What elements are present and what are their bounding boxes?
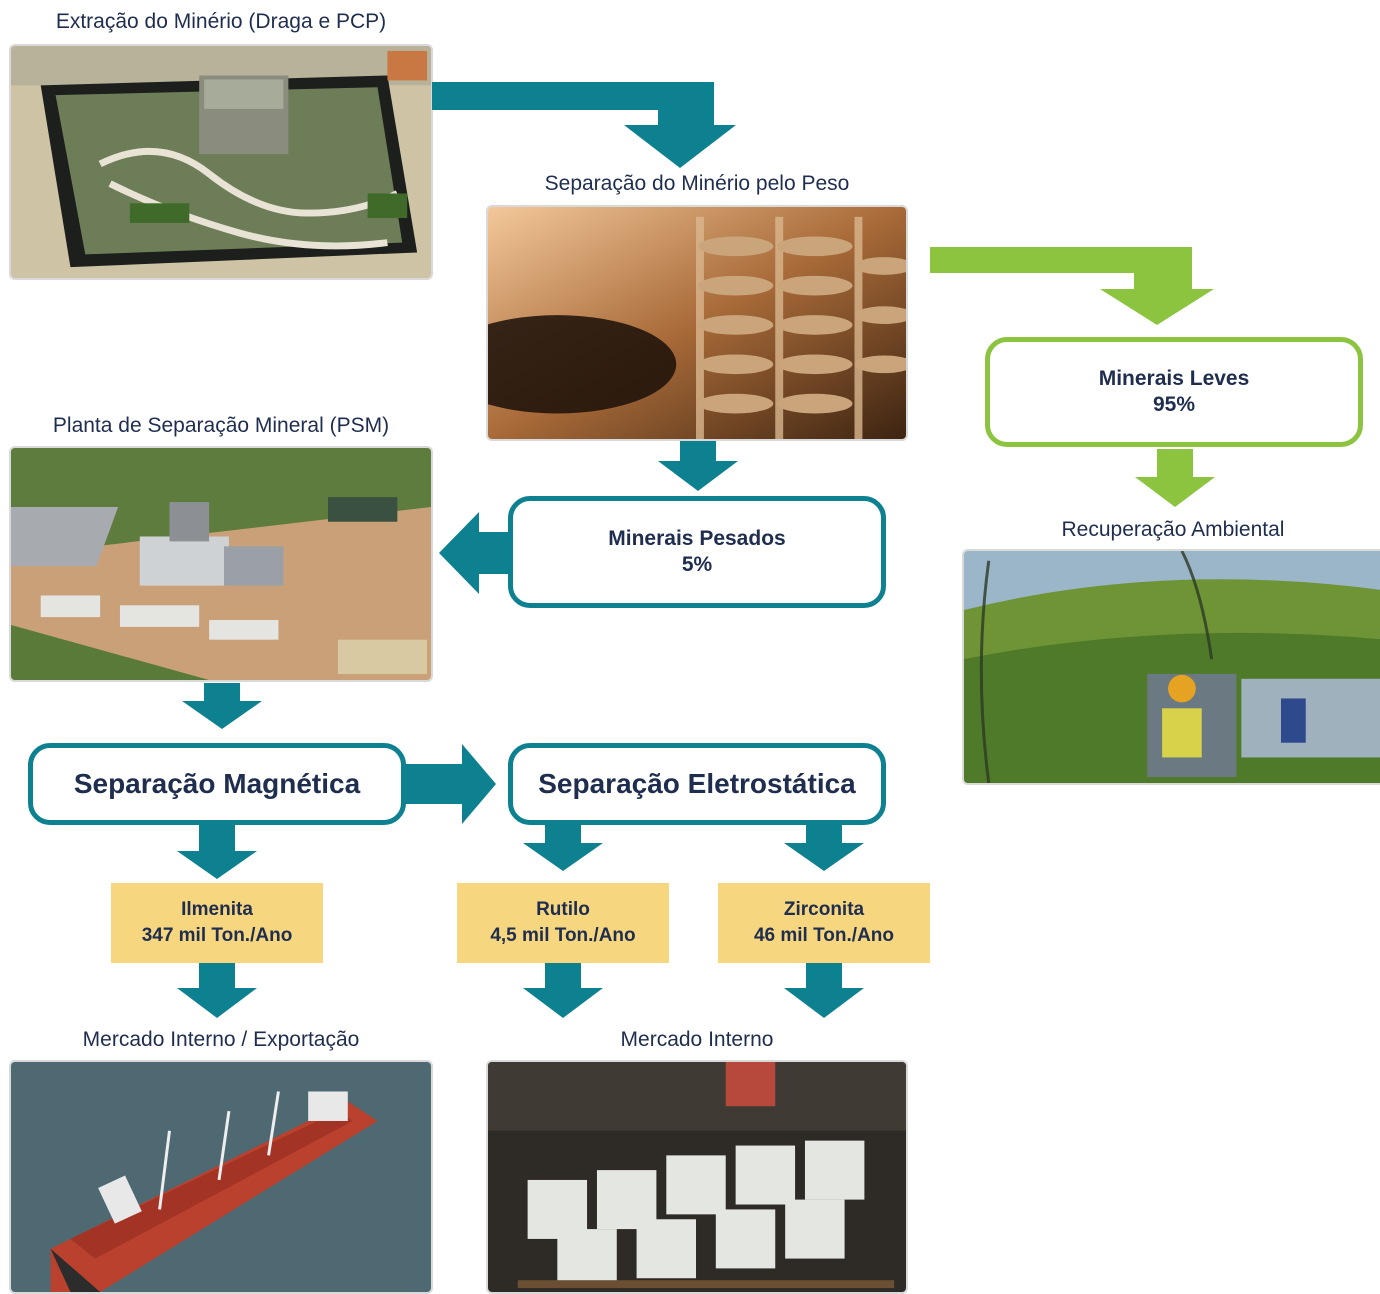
heavy-minerals-box: Minerais Pesados 5% [508,496,886,608]
ilmenite-box: Ilmenita 347 mil Ton./Ano [111,883,323,963]
warehouse-photo [486,1060,908,1294]
caption-psm: Planta de Separação Mineral (PSM) [52,414,390,437]
caption-environmental: Recuperação Ambiental [1061,518,1285,541]
rutile-amount: 4,5 mil Ton./Ano [490,925,636,946]
arrow-psm-to-magnetic [182,683,262,729]
environmental-photo [962,549,1380,785]
light-minerals-percent: 95% [1152,393,1196,416]
zircon-box: Zirconita 46 mil Ton./Ano [718,883,930,963]
ilmenite-amount: 347 mil Ton./Ano [141,925,293,946]
arrow-rutile-to-market-internal [523,962,603,1018]
caption-extraction: Extração do Minério (Draga e PCP) [55,10,387,33]
rutile-name: Rutilo [536,899,590,920]
caption-market-internal: Mercado Interno [620,1028,774,1051]
arrow-weight-to-light-minerals [930,247,1214,325]
ship-photo [9,1060,433,1294]
zircon-name: Zirconita [783,899,865,920]
caption-market-export: Mercado Interno / Exportação [82,1028,360,1051]
weight-separation-photo [486,205,908,441]
arrow-light-to-environmental [1135,449,1215,507]
ilmenite-name: Ilmenita [181,899,253,920]
arrow-heavy-to-psm [439,512,515,594]
arrow-electrostatic-to-rutile [523,825,603,871]
caption-weight-separation: Separação do Minério pelo Peso [544,172,850,195]
extraction-photo [9,44,433,280]
arrow-weight-to-heavy-minerals [658,441,738,491]
electrostatic-separation-box: Separação Eletrostática [508,743,886,825]
light-minerals-box: Minerais Leves 95% [985,337,1363,447]
heavy-minerals-percent: 5% [681,553,713,576]
rutile-box: Rutilo 4,5 mil Ton./Ano [457,883,669,963]
light-minerals-label: Minerais Leves [1098,367,1250,390]
arrow-magnetic-to-ilmenite [177,825,257,879]
arrow-extraction-to-weight [432,82,736,168]
heavy-minerals-label: Minerais Pesados [608,527,786,550]
arrow-electrostatic-to-zircon [784,825,864,871]
electrostatic-separation-label: Separação Eletrostática [538,768,856,799]
arrow-magnetic-to-electrostatic [398,744,496,824]
arrow-zircon-to-market-internal [784,962,864,1018]
psm-plant-photo [9,446,433,682]
magnetic-separation-label: Separação Magnética [73,768,361,799]
arrow-ilmenite-to-market-export [177,962,257,1018]
zircon-amount: 46 mil Ton./Ano [753,925,895,946]
magnetic-separation-box: Separação Magnética [28,743,406,825]
